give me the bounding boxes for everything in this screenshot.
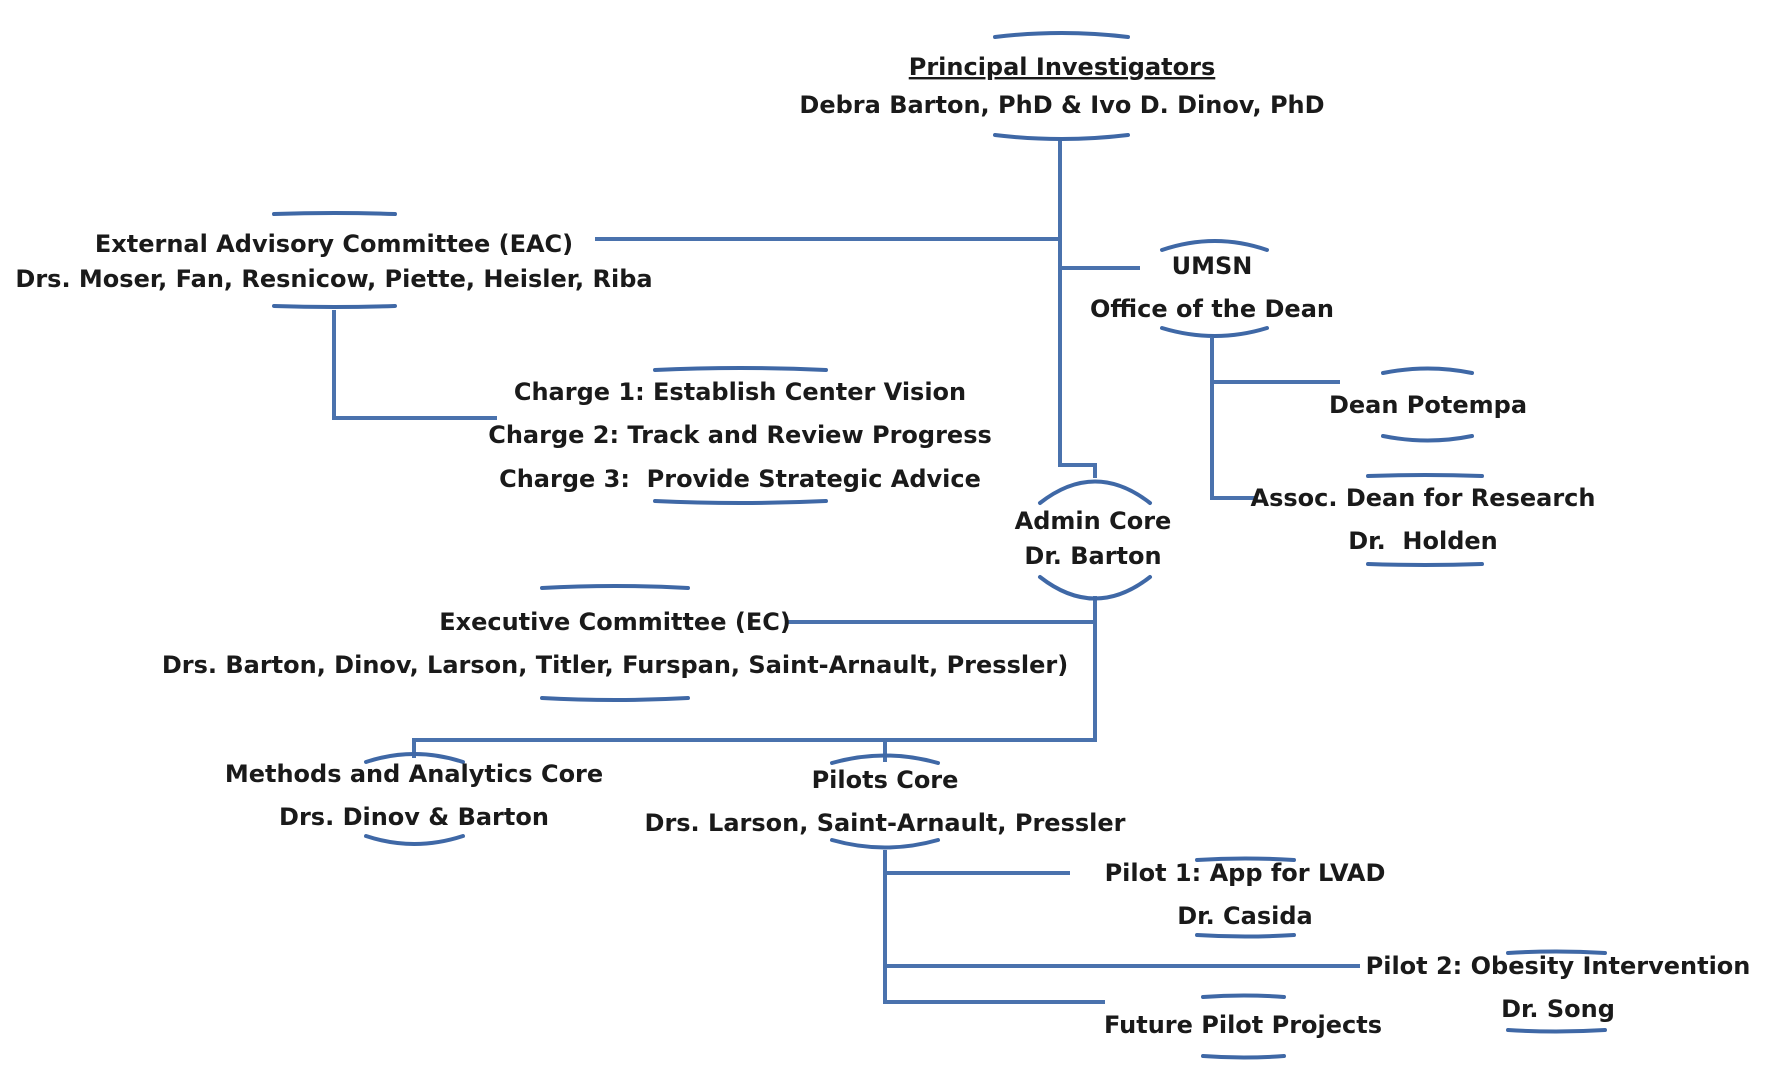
methods-core-title: Methods and Analytics Core: [225, 760, 603, 788]
ec-title: Executive Committee (EC): [439, 608, 791, 636]
connector-umsn-assoc: [1210, 338, 1258, 500]
pilots-core-title: Pilots Core: [812, 766, 959, 794]
umsn-title: UMSN: [1172, 252, 1253, 280]
connector-eac-charges: [332, 310, 497, 420]
pilot-1-lead: Dr. Casida: [1177, 902, 1313, 930]
pilot-2-title: Pilot 2: Obesity Intervention: [1366, 952, 1751, 980]
assoc-dean-title: Assoc. Dean for Research: [1251, 484, 1596, 512]
connector-pi-admin: [1058, 140, 1097, 478]
pi-names: Debra Barton, PhD & Ivo D. Dinov, PhD: [799, 91, 1324, 119]
pilot-2-node: Pilot 2: Obesity Intervention Dr. Song: [1366, 952, 1751, 1023]
ec-members: Drs. Barton, Dinov, Larson, Titler, Furs…: [162, 651, 1068, 679]
pilot-1-title: Pilot 1: App for LVAD: [1105, 859, 1386, 887]
future-pilot-projects: Future Pilot Projects: [1104, 1011, 1382, 1039]
connector-lines: [332, 140, 1360, 1004]
dean-name: Dean Potempa: [1329, 391, 1527, 419]
charge-1: Charge 1: Establish Center Vision: [514, 378, 966, 406]
eac-charges-node: Charge 1: Establish Center Vision Charge…: [488, 378, 992, 493]
executive-committee-node: Executive Committee (EC) Drs. Barton, Di…: [162, 608, 1068, 679]
pilot-1-node: Pilot 1: App for LVAD Dr. Casida: [1105, 859, 1386, 930]
label-brackets: [272, 31, 1607, 1060]
pi-title: Principal Investigators: [909, 53, 1216, 81]
dean-node: Dean Potempa: [1329, 391, 1527, 419]
admin-core-title: Admin Core: [1015, 507, 1172, 535]
eac-members: Drs. Moser, Fan, Resnicow, Piette, Heisl…: [15, 265, 652, 293]
principal-investigators-node: Principal Investigators Debra Barton, Ph…: [799, 53, 1324, 119]
admin-core-node: Admin Core Dr. Barton: [1015, 507, 1172, 570]
assoc-dean-name: Dr. Holden: [1348, 527, 1498, 555]
eac-title: External Advisory Committee (EAC): [95, 230, 573, 258]
methods-core-node: Methods and Analytics Core Drs. Dinov & …: [225, 760, 603, 831]
umsn-node: UMSN Office of the Dean: [1090, 252, 1334, 323]
charge-3: Charge 3: Provide Strategic Advice: [499, 465, 981, 493]
pilots-core-leads: Drs. Larson, Saint-Arnault, Pressler: [645, 809, 1126, 837]
assoc-dean-node: Assoc. Dean for Research Dr. Holden: [1251, 484, 1596, 555]
future-pilots-node: Future Pilot Projects: [1104, 1011, 1382, 1039]
admin-core-lead: Dr. Barton: [1024, 542, 1161, 570]
pilots-core-node: Pilots Core Drs. Larson, Saint-Arnault, …: [645, 766, 1126, 837]
methods-core-leads: Drs. Dinov & Barton: [279, 803, 549, 831]
connector-pilots-future: [883, 850, 1105, 1004]
charge-2: Charge 2: Track and Review Progress: [488, 421, 992, 449]
pilot-2-lead: Dr. Song: [1501, 995, 1615, 1023]
eac-node: External Advisory Committee (EAC) Drs. M…: [15, 230, 652, 293]
umsn-subtitle: Office of the Dean: [1090, 295, 1334, 323]
connector-admin-cores: [412, 596, 1097, 758]
